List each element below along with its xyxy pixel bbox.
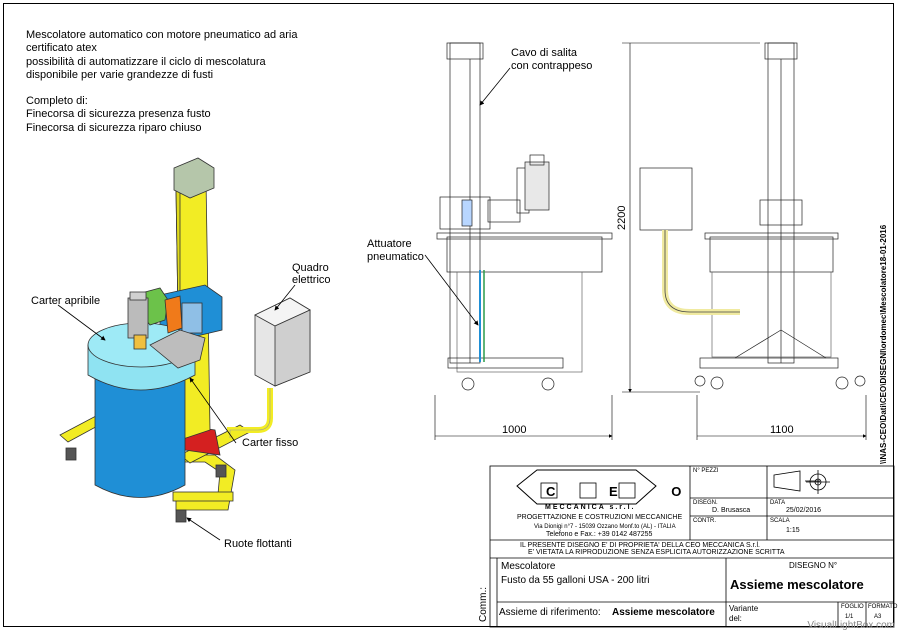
ref-value: Assieme mescolatore (612, 607, 715, 618)
disegno-label: DISEGNO N° (789, 561, 838, 570)
file-path: \\NAS-CEO\Dati\CEO\DISEGNI\ordomec\Mesco… (879, 224, 888, 464)
callout-quadro-line2: elettrico (292, 274, 331, 286)
item-description: Fusto da 55 galloni USA - 200 litri (501, 575, 650, 586)
notice-line2: E' VIETATA LA RIPRODUZIONE SENZA ESPLICI… (528, 549, 785, 556)
description-line: Finecorsa di sicurezza presenza fusto (26, 108, 211, 121)
disegno-value: Assieme mescolatore (730, 577, 864, 592)
watermark: VisualLightBox.com (807, 620, 895, 631)
company-phone: Telefono e Fax.: +39 0142 487255 (546, 531, 653, 538)
disegn-label: DISEGN. (693, 500, 718, 506)
data-label: DATA (770, 500, 786, 506)
callout-attuatore-line2: pneumatico (367, 251, 424, 263)
scala-value: 1:15 (786, 527, 800, 534)
dimension-1100: 1100 (770, 424, 794, 436)
callout-cavo-line1: Cavo di salita (511, 47, 578, 59)
company-logo-sub: MECCANICA s.r.l. (545, 504, 636, 511)
description-line: Finecorsa di sicurezza riparo chiuso (26, 121, 202, 134)
n-pezzi-label: N° PEZZI (693, 468, 719, 474)
variante-label: Variante (729, 604, 759, 613)
formato-value: A3 (874, 614, 882, 620)
description-line: possibilità di automatizzare il ciclo di… (26, 55, 266, 68)
scala-label: SCALA (770, 518, 790, 524)
callout-carter-apribile: Carter apribile (31, 295, 101, 307)
disegn-value: D. Brusasca (712, 507, 751, 514)
comm-label: Comm.: (478, 587, 489, 622)
foglio-value: 1/1 (845, 614, 854, 620)
dimension-line-1100 (696, 395, 867, 440)
company-tagline: PROGETTAZIONE E COSTRUZIONI MECCANICHE (517, 514, 683, 521)
company-logo-letters: C E O (546, 484, 707, 499)
front-view (436, 42, 613, 391)
title-block (489, 465, 895, 628)
ref-label: Assieme di riferimento: (499, 607, 601, 618)
notice-line1: IL PRESENTE DISEGNO E' DI PROPRIETA' DEL… (520, 542, 760, 549)
callout-quadro-line1: Quadro (292, 262, 329, 274)
description-line: disponibile per varie grandezze di fusti (26, 68, 214, 81)
description-line: certificato atex (26, 42, 97, 55)
dimension-line-1000 (434, 395, 613, 440)
isometric-view (59, 157, 311, 523)
dimension-2200: 2200 (616, 205, 628, 230)
callout-ruote: Ruote flottanti (224, 538, 292, 550)
callout-carter-fisso: Carter fisso (242, 437, 299, 449)
description-block: Mescolatore automatico con motore pneuma… (26, 29, 297, 135)
callout-cavo-line2: con contrappeso (511, 60, 593, 72)
item-name: Mescolatore (501, 561, 556, 572)
del-label: del: (729, 614, 742, 623)
formato-label: FORMATO (868, 604, 898, 610)
side-view (639, 42, 866, 390)
sheet-border (3, 3, 894, 627)
dimension-line-2200 (622, 42, 760, 393)
foglio-label: FOGLIO (841, 604, 864, 610)
data-value: 25/02/2016 (786, 507, 822, 514)
dimension-1000: 1000 (502, 424, 527, 436)
description-line: Mescolatore automatico con motore pneuma… (26, 29, 298, 41)
company-address: Via Dionigi n°7 - 15039 Ozzano Monf.to (… (534, 524, 676, 530)
callout-attuatore-line1: Attuatore (367, 238, 412, 250)
contr-label: CONTR. (693, 518, 716, 524)
description-line: Completo di: (26, 95, 88, 108)
